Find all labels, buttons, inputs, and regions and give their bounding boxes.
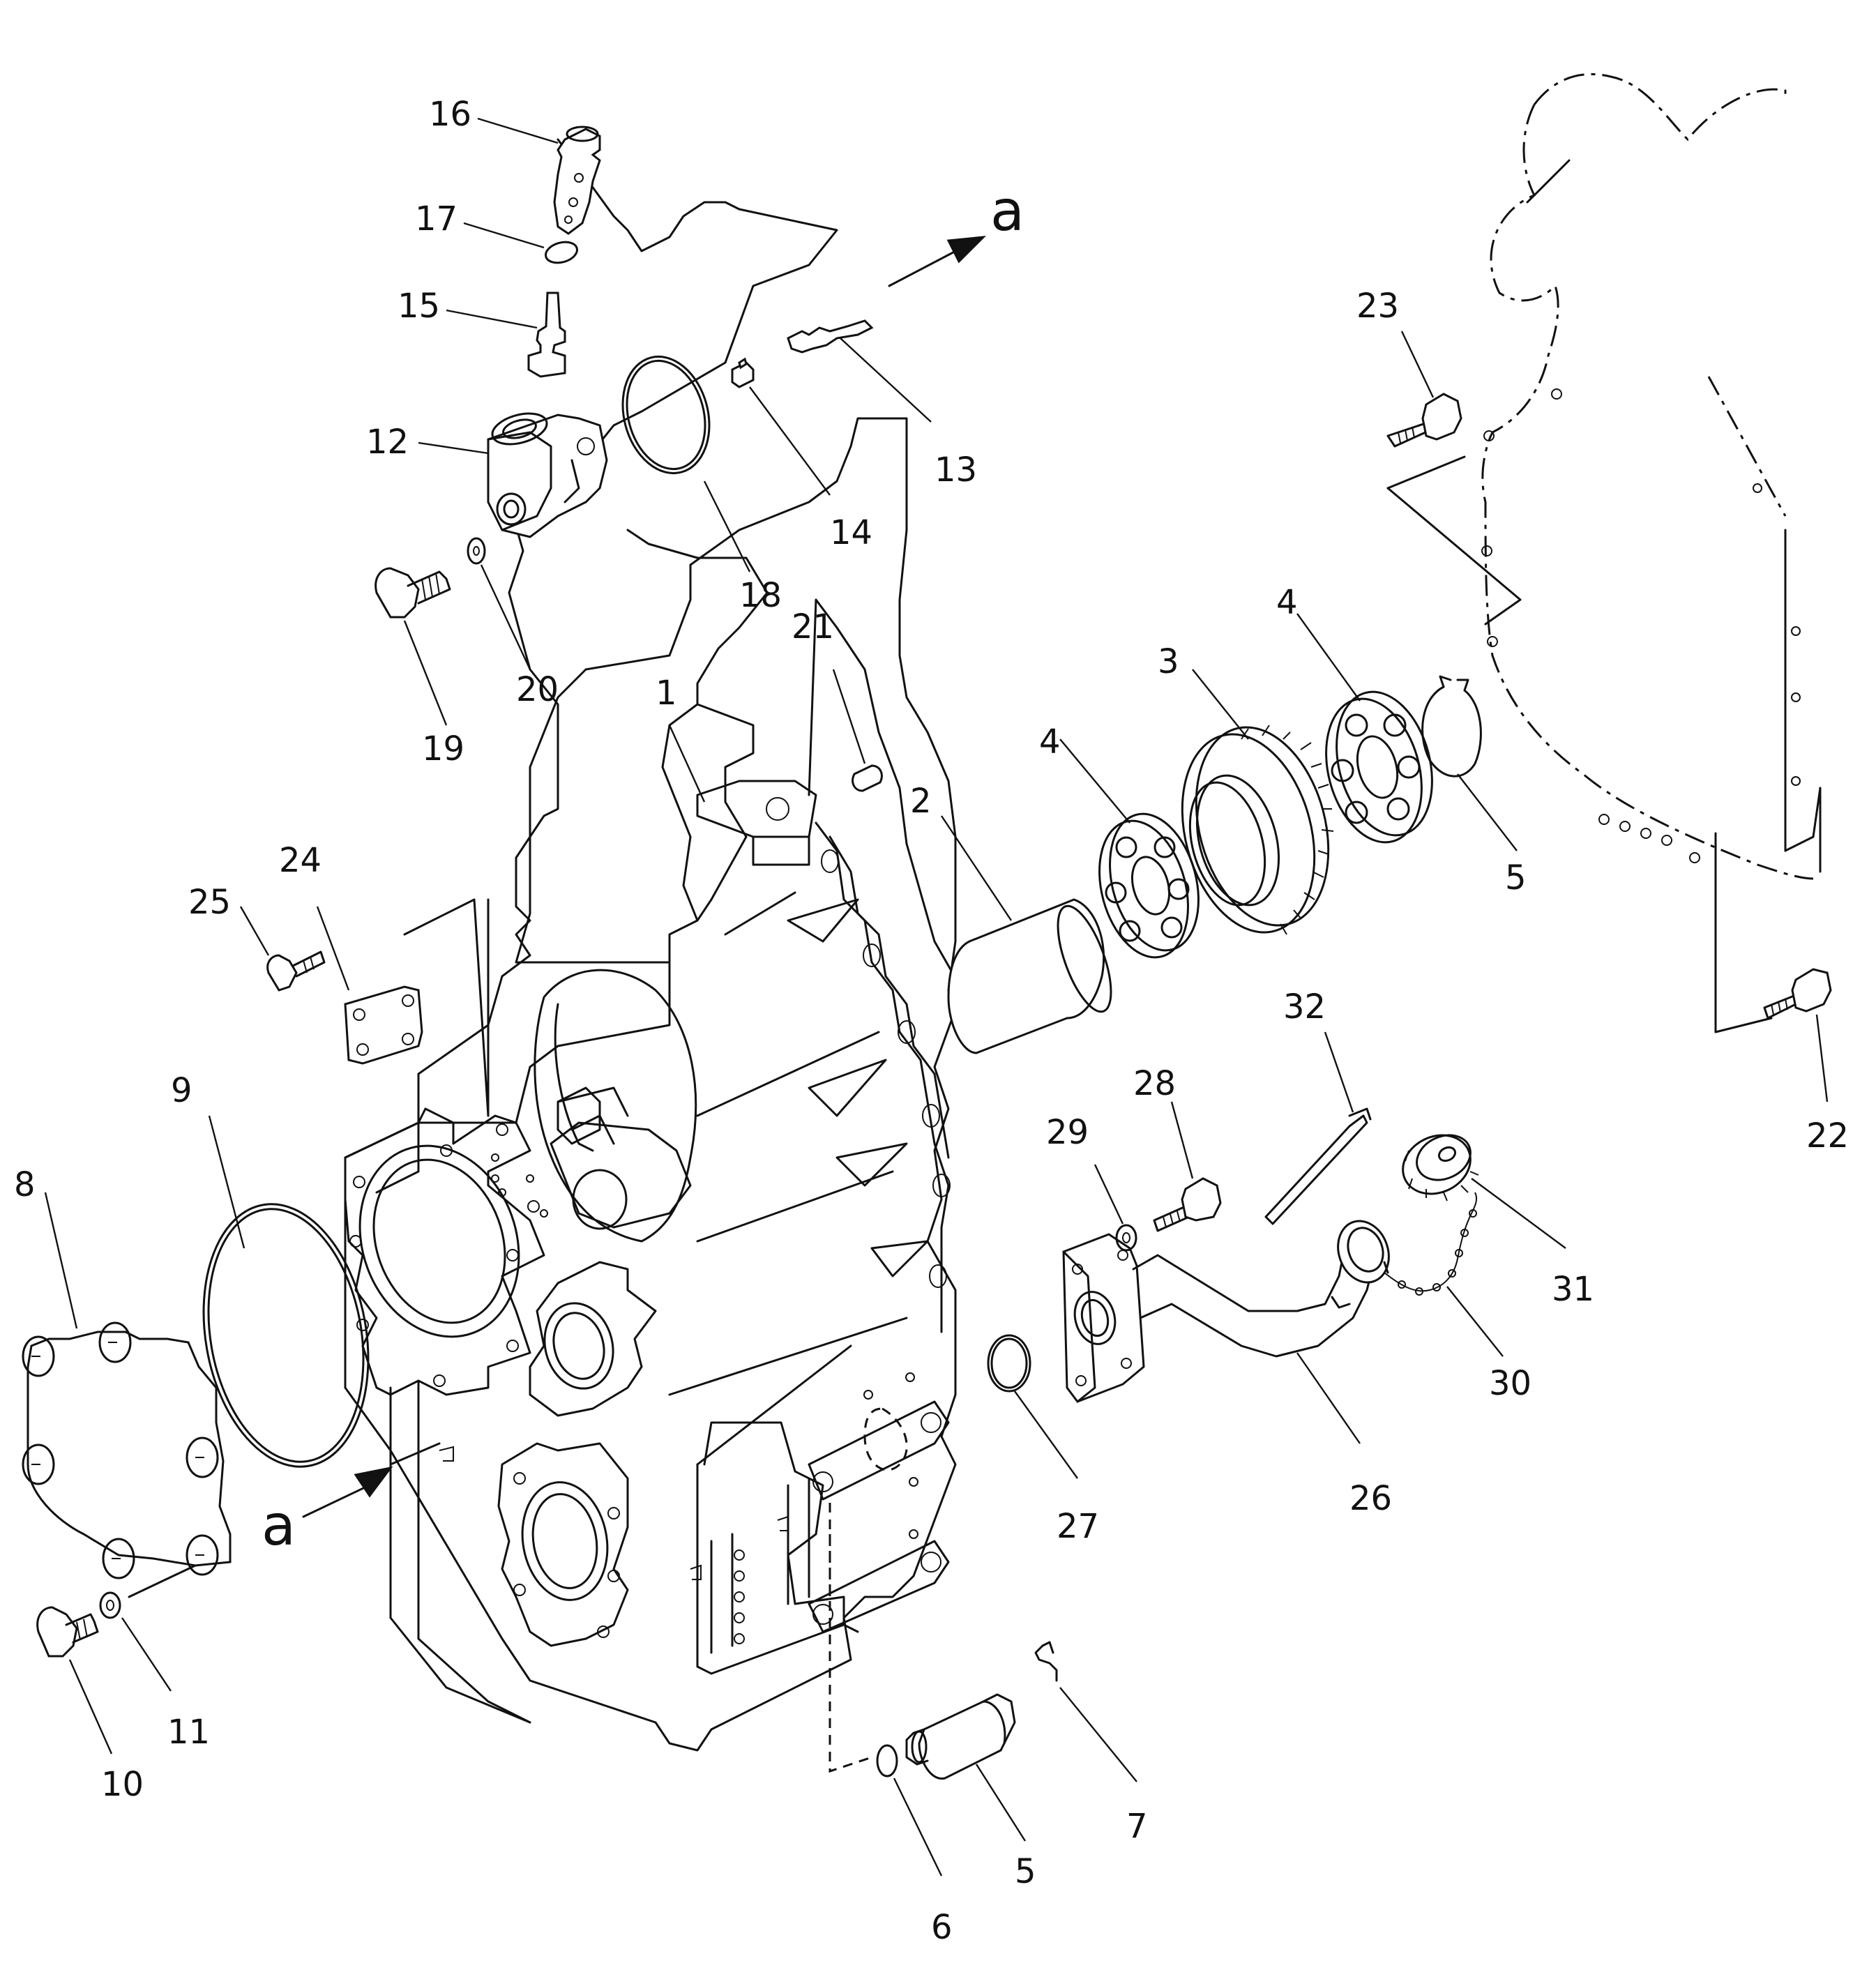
callout-label-24: 23 [1356, 287, 1399, 326]
part-27-filler-pipe: 26 [1062, 1220, 1392, 1518]
reference-arrow-a-top: a [888, 179, 1024, 287]
callout-label-32: 31 [1552, 1270, 1594, 1309]
part-9-cover: 8 [14, 1165, 232, 1579]
callout-label-22: 21 [792, 607, 834, 646]
part-10-o-ring: 9 [171, 1071, 370, 1468]
part-23-bolt: 22 [1763, 968, 1849, 1155]
callout-label-5: 5 [1505, 858, 1527, 897]
callout-label-4a: 4 [1039, 722, 1061, 761]
part-33-dipstick: 32 [1264, 987, 1372, 1225]
callout-label-9: 8 [14, 1165, 36, 1204]
callout-label-11: 10 [101, 1765, 144, 1804]
callout-label-21: 20 [516, 670, 559, 709]
part-17-valve: 16 [429, 95, 601, 235]
part-8-clip: 7 [1034, 1641, 1148, 1846]
callout-label-16: 15 [398, 287, 440, 326]
part-32-cap: 31 [1402, 1134, 1594, 1309]
reference-arrow-a-left: a [262, 1442, 441, 1558]
reference-label-a-left: a [262, 1493, 296, 1558]
part-7-o-ring: 6 [876, 1744, 953, 1947]
part-6-drain-plug: 5 [905, 1693, 1036, 1891]
part-31-chain: 30 [1384, 1192, 1531, 1403]
callout-label-6: 5 [1015, 1852, 1036, 1891]
callout-label-3: 3 [1158, 642, 1179, 681]
part-21-washer: 20 [467, 537, 559, 709]
callout-label-10: 9 [171, 1071, 192, 1110]
callout-label-27: 26 [1349, 1479, 1392, 1518]
callout-label-30: 29 [1046, 1113, 1089, 1152]
callout-label-15: 14 [830, 513, 872, 552]
part-11-bolt: 10 [36, 1606, 144, 1804]
callout-label-13: 12 [366, 423, 409, 462]
part-18-o-ring: 17 [415, 199, 579, 264]
callout-label-29: 28 [1133, 1064, 1176, 1103]
callout-label-26: 25 [188, 883, 231, 922]
callout-label-33: 32 [1283, 987, 1326, 1026]
part-20-bolt: 19 [375, 567, 464, 768]
transmission-case [344, 138, 964, 1773]
part-30-washer: 29 [1046, 1113, 1137, 1252]
part-19-o-ring: 18 [621, 355, 782, 615]
callout-label-19: 18 [739, 576, 782, 615]
callout-1: 1 [656, 674, 706, 803]
housing-bolt-holes [1481, 388, 1801, 863]
part-2-sleeve: 2 [910, 782, 1112, 1054]
part-22-dowel-pin: 21 [792, 607, 883, 792]
callout-label-28: 27 [1057, 1507, 1099, 1546]
engine-housing-outline [1386, 73, 1822, 1033]
callout-label-20: 19 [422, 729, 464, 768]
callout-label-17: 16 [429, 95, 471, 134]
callout-label-18: 17 [415, 199, 457, 238]
part-15-plug: 14 [731, 357, 872, 552]
callout-label-31: 30 [1489, 1364, 1531, 1403]
callout-label-23: 22 [1806, 1116, 1849, 1155]
part-4-bearing-right: 4 [1276, 583, 1433, 844]
part-28-o-ring: 27 [987, 1334, 1099, 1546]
part-4-bearing-left: 4 [1039, 722, 1200, 959]
callout-label-14: 13 [935, 450, 977, 490]
part-14-fitting: 13 [787, 319, 977, 490]
part-25-cover-plate: 24 [279, 841, 423, 1065]
callout-label-7: 6 [931, 1908, 953, 1947]
callout-label-2: 2 [910, 782, 932, 821]
part-12-washer: 11 [99, 1564, 210, 1752]
part-3-gear: 3 [1158, 642, 1334, 935]
callout-label-25: 24 [279, 841, 322, 880]
part-26-bolt: 25 [188, 883, 326, 992]
part-29-bolt: 28 [1133, 1064, 1222, 1232]
case-right-flange-lugs [821, 849, 951, 1288]
part-13-valve-body: 12 [366, 412, 608, 538]
callout-label-8: 7 [1126, 1807, 1148, 1846]
part-24-bolt: 23 [1356, 287, 1462, 448]
reference-label-a-top: a [990, 179, 1024, 243]
part-5-snap-ring: 5 [1421, 675, 1527, 897]
callout-label-4b: 4 [1276, 583, 1298, 622]
callout-label-1: 1 [656, 674, 677, 713]
part-16-connector: 15 [398, 287, 566, 378]
callout-label-12: 11 [167, 1713, 210, 1752]
